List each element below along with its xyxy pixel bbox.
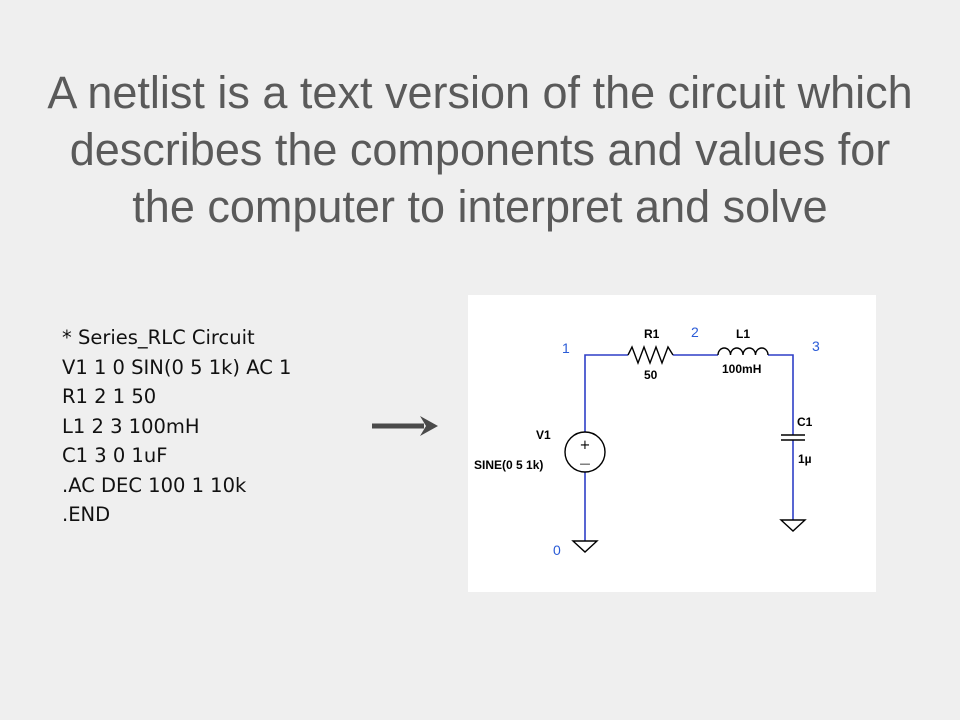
netlist-line-v1: V1 1 0 SIN(0 5 1k) AC 1 — [62, 355, 292, 379]
ground-icon — [571, 540, 599, 553]
capacitor-name: C1 — [797, 415, 813, 429]
source-plus-sign: + — [580, 438, 591, 453]
netlist-line-comment: * Series_RLC Circuit — [62, 326, 255, 349]
node-label-2: 2 — [691, 324, 699, 340]
inductor-value: 100mH — [722, 362, 761, 376]
inductor-l1 — [717, 347, 769, 356]
wire-node1 — [584, 354, 628, 432]
capacitor-value: 1µ — [798, 452, 812, 466]
netlist-line-r1: R1 2 1 50 — [62, 385, 157, 408]
netlist-line-ac: .AC DEC 100 1 10k — [62, 473, 247, 497]
node-label-1: 1 — [562, 340, 570, 356]
source-value: SINE(0 5 1k) — [474, 458, 543, 472]
netlist-line-l1: L1 2 3 100mH — [62, 414, 200, 438]
voltage-source-v1 — [564, 431, 606, 473]
slide-title: A netlist is a text version of the circu… — [47, 67, 913, 232]
rlc-schematic: R1 50 L1 100mH C1 1µ + — V1 SINE(0 5 1k)… — [468, 295, 876, 592]
source-name: V1 — [536, 428, 551, 442]
resistor-value: 50 — [644, 368, 658, 382]
netlist-text: * Series_RLC Circuit V1 1 0 SIN(0 5 1k) … — [62, 323, 382, 530]
arrow-head — [420, 416, 438, 436]
netlist-line-c1: C1 3 0 1uF — [62, 444, 168, 467]
source-minus-sign: — — [580, 457, 591, 470]
inductor-name: L1 — [736, 327, 750, 341]
resistor-name: R1 — [644, 327, 660, 341]
resistor-r1 — [627, 345, 674, 365]
netlist-line-end: .END — [62, 503, 111, 526]
wire-node3 — [768, 354, 794, 435]
ground-icon — [779, 519, 807, 532]
node-label-0: 0 — [553, 542, 561, 558]
node-label-3: 3 — [812, 338, 820, 354]
right-arrow-icon — [370, 412, 440, 440]
